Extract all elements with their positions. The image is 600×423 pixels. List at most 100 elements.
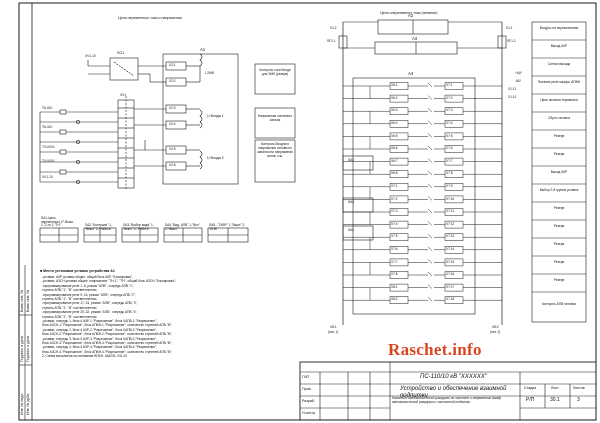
- legend-item: Цепь питания терминала: [540, 98, 578, 102]
- watermark-logo: Raschet.info: [388, 340, 482, 359]
- notes-title: ■ Место установки уставок устройства А1: [40, 269, 115, 273]
- contact-row-line: [427, 234, 433, 239]
- legend-item: Резерв: [553, 134, 565, 138]
- legend-item: Выход АЧР: [550, 44, 568, 48]
- legend-item: Вход(№ на переключение: [539, 26, 579, 30]
- note-line: -уставки, очередь 2, блок 4 АЧР-2-"Разре…: [42, 327, 158, 332]
- relay-label: X7:15: [446, 259, 455, 264]
- contact-label: X7:7: [391, 259, 398, 264]
- switch-table-1: SA1-Цепь переменного 0°-Выкл. 1-"2-го 2-…: [41, 216, 74, 228]
- relay-label: X7:13: [446, 234, 455, 239]
- legend-item: Резерв: [553, 278, 565, 282]
- relay-label: X7:2: [446, 95, 453, 100]
- contact-label: X6:4: [391, 121, 398, 125]
- relay-label: X7:10: [446, 196, 455, 201]
- side-label-1: Инв. № подл.: [20, 392, 24, 415]
- sa-label-2: SA3: [348, 200, 355, 204]
- legend-item: Контроль АПВ питания: [541, 302, 577, 306]
- sa-label-1: SA2: [348, 158, 355, 162]
- sf11-label: SF1.1: [327, 39, 336, 43]
- relay-label: X7:11: [446, 209, 455, 214]
- side-label-4: Инв. № дубл.: [26, 392, 30, 415]
- project-title: Устройство и обеспечение взаимной подпит…: [400, 386, 507, 400]
- row-norm: Н.контр.: [302, 411, 316, 415]
- relay-label: X7:12: [446, 221, 455, 226]
- a3-label: A3: [412, 36, 418, 41]
- v1-label: X1:11: [508, 87, 517, 91]
- bottom-label-1: X8:1: [330, 325, 337, 329]
- contact-row-line: [427, 133, 433, 138]
- switch-table-3: SA3-"Выбор вида" 1-"Выкл" 2-"Работа": [123, 223, 154, 231]
- contact-label: X7:8: [391, 272, 398, 277]
- note-box-3: Контроль Входного напряжения основного к…: [257, 142, 293, 158]
- legend-item: Питание реле шкафа, АПВН: [537, 80, 581, 84]
- legend-item: Выбор 2-й группы уставок: [539, 188, 579, 192]
- relay-label: X7:1: [446, 83, 453, 88]
- relay-label: X7:6: [446, 146, 453, 151]
- switch-table-4: SA4-"Вид. АПВ" 1-"Вкл" 2-"Выкл": [165, 223, 200, 231]
- x-label-b: XV1-10: [85, 54, 96, 58]
- legend-item: Сигнал выхода: [547, 62, 571, 66]
- relay-label: X7:4: [446, 121, 453, 125]
- project-code: ПС-110/10 кВ "ХХХХХХ": [420, 374, 488, 380]
- contact-row-line: [427, 246, 433, 251]
- a2-label: A2: [408, 13, 414, 18]
- contact-row-line: [427, 158, 433, 163]
- note-line: блок АЗСН-3-"Разрешение", блок АПВН-3-"Р…: [42, 341, 173, 345]
- bottom-label-1-sub: (пит. 1): [328, 330, 339, 334]
- minus-label: -ШУ: [515, 79, 522, 83]
- head-stage: Стадия: [524, 386, 537, 390]
- relay-label: X7:18: [446, 297, 455, 302]
- sg-label: SG1: [117, 51, 125, 55]
- note-box-1: Контроль тока Входа для ЭМК (резерв): [259, 68, 291, 76]
- contact-label: X7:2: [391, 196, 398, 201]
- contact-row-line: [427, 196, 433, 201]
- a1-label: A1: [200, 47, 206, 52]
- note-line: блок АЗСН-4-"Разрешение", блок АПВН-4-"Р…: [42, 349, 173, 354]
- relay-label: X7:3: [446, 108, 453, 113]
- relay-label: X7:16: [446, 272, 455, 277]
- contact-label: X7:5: [391, 234, 398, 239]
- right-section-title: Цепи оперативного тока (питание): [380, 11, 438, 15]
- terminal-2: X2:2: [169, 79, 176, 83]
- note-line: 2. Схема выполнена на основании ВПБН. 44…: [42, 354, 127, 359]
- switch-table-5: SA5..."ГАВР" 1-"Выкл" 2-"АПВ": [209, 223, 246, 231]
- tv-label-b: TV1/XV1: [42, 159, 55, 163]
- x1a-label: X1:2: [330, 26, 337, 30]
- terminal-4: X2:4: [169, 122, 176, 126]
- legend-item: Резерв: [553, 242, 565, 246]
- relay-label: X7:17: [446, 284, 455, 289]
- note-line: -уставки, очередь 3, блок 4 АЧР-3-"Разре…: [42, 336, 158, 341]
- relay-label: X7:14: [446, 247, 455, 251]
- bottom-label-2: X8:2: [492, 325, 499, 329]
- legend-item: Сброс сигнала: [548, 116, 570, 120]
- terminal-1: X2:1: [169, 63, 176, 67]
- a4-label: A4: [408, 71, 414, 76]
- note-line: ступень АПВ-"1", "В" соответственно;: [42, 288, 98, 293]
- contact-label: X6:6: [391, 146, 398, 151]
- note-line: -уставки, очередь 1, блок 4 АЧР-1-"Разре…: [42, 319, 158, 323]
- contact-label: X6:8: [391, 171, 398, 176]
- side-label-6: Взам. инв. №: [26, 289, 30, 312]
- bottom-label-2-sub: (пит. 2): [490, 330, 501, 334]
- contact-row-line: [427, 284, 433, 289]
- contact-row-line: [427, 259, 433, 264]
- contact-row-line: [427, 108, 433, 113]
- note-line: -программирование реле 17..24, режим "АП…: [42, 301, 138, 306]
- head-sheet: Лист: [551, 386, 559, 390]
- contact-row-line: [427, 297, 433, 302]
- contact-label: X7:1: [391, 184, 398, 188]
- contact-label: X6:5: [391, 133, 398, 138]
- note-line: блок АЗСН-2-"Разрешение", блок АПВН-2-"Р…: [42, 332, 173, 337]
- note-line: -уставки, очередь 4, блок 4 АЧР-4-"Разре…: [42, 345, 158, 350]
- notes-title-text: Место установки уставок устройства А1: [43, 269, 115, 273]
- relay-label: X7:5: [446, 133, 453, 138]
- note-line: ступень АПВ-"1", "В" соответственно;: [42, 297, 98, 301]
- input-label-3: U Входа 2: [207, 156, 224, 160]
- input-label-2: U Входа 1: [207, 114, 224, 118]
- contact-label: X6:1: [391, 83, 398, 88]
- relay-label: X7:7: [446, 158, 453, 163]
- terminal-3: X2:3: [169, 106, 176, 110]
